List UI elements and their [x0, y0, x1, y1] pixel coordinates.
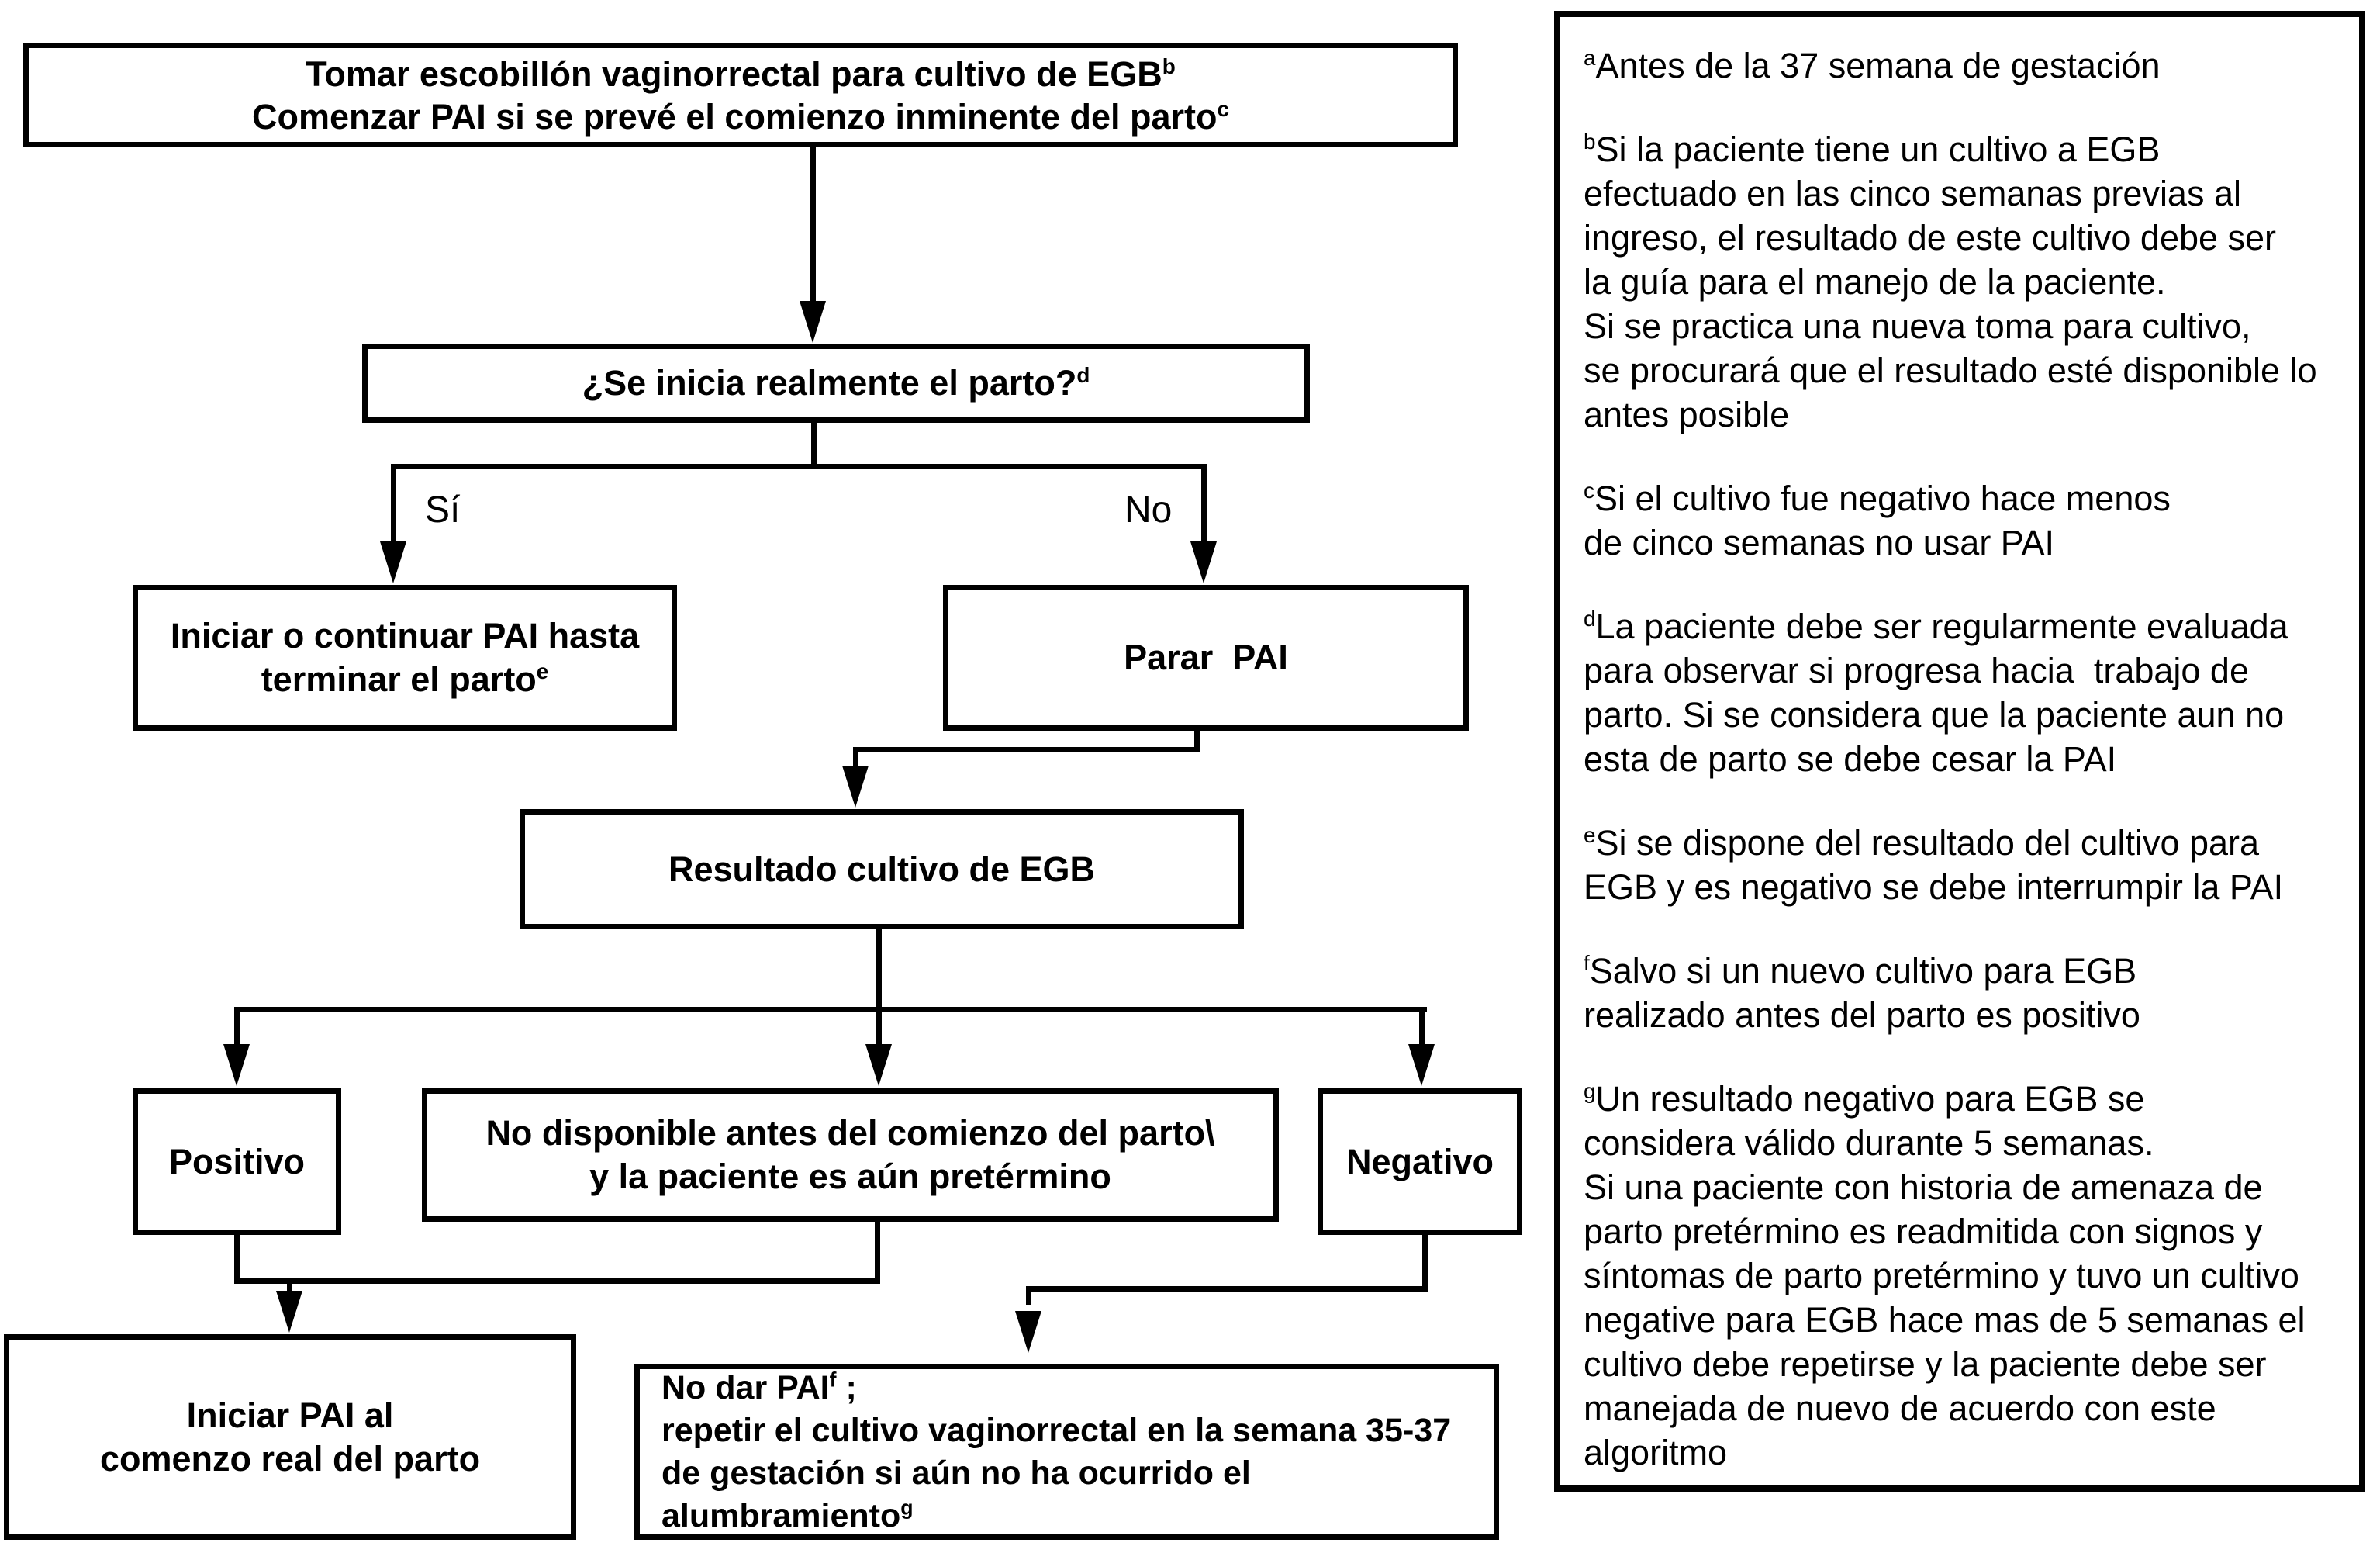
node-take-culture-line2: Comenzar PAI si se prevé el comienzo inm…	[251, 96, 1230, 137]
connector-yes-line	[391, 464, 396, 543]
arrowhead-negativo	[1408, 1044, 1435, 1086]
node-negative: Negativo	[1318, 1088, 1522, 1235]
footnote-f-marker: f	[1584, 951, 1590, 975]
node-culture-result: Resultado cultivo de EGB	[520, 809, 1244, 929]
node-take-culture-line1: Tomar escobillón vaginorrectal para cult…	[306, 54, 1176, 94]
connector-negativo-down-line	[1422, 1233, 1428, 1292]
arrowhead-resultado	[842, 766, 869, 808]
footnote-ref-g: g	[900, 1496, 914, 1520]
branch-label-yes: Sí	[425, 489, 461, 531]
footnote-d: dLa paciente debe ser regularmente evalu…	[1584, 607, 2288, 779]
node-stop-pai: Parar PAI	[943, 585, 1469, 731]
node-labor-question-text: ¿Se inicia realmente el parto?d	[582, 363, 1090, 403]
arrowhead-no	[1190, 541, 1217, 583]
arrowhead-positivo	[223, 1044, 250, 1086]
connector-resultado-stem-line	[876, 928, 882, 1012]
connector-notavailable-down-line	[875, 1219, 880, 1284]
footnote-b-marker: b	[1584, 130, 1596, 154]
arrowhead-yes	[380, 541, 406, 583]
node-start-pai-real-labor: Iniciar PAI al comenzo real del parto	[4, 1334, 576, 1540]
connector-threeway-horizontal-line	[234, 1007, 1427, 1012]
connector-notavailable-line	[876, 1007, 882, 1047]
connector-nodar-drop-line	[1026, 1286, 1031, 1305]
footnote-e-marker: e	[1584, 823, 1596, 847]
node-not-available: No disponible antes del comienzo del par…	[422, 1088, 1279, 1222]
connector-start-question-line	[810, 147, 816, 306]
arrowhead-notavailable	[865, 1044, 892, 1086]
connector-no-line	[1201, 464, 1207, 543]
node-take-culture: Tomar escobillón vaginorrectal para cult…	[23, 43, 1458, 147]
footnote-d-marker: d	[1584, 607, 1596, 631]
connector-positivo-down-line	[234, 1233, 240, 1284]
footnote-ref-d: d	[1076, 363, 1090, 387]
connector-parar-horizontal-line	[853, 747, 1200, 752]
connector-question-stem-line	[811, 419, 817, 467]
footnote-c: cSi el cultivo fue negativo hace menos d…	[1584, 479, 2171, 562]
footnote-ref-f: f	[829, 1368, 837, 1392]
footnote-a: aAntes de la 37 semana de gestación	[1584, 46, 2161, 85]
footnote-ref-b: b	[1162, 54, 1176, 78]
node-start-continue-pai: Iniciar o continuar PAI hasta terminar e…	[133, 585, 677, 731]
footnote-ref-e: e	[536, 659, 549, 683]
branch-label-no: No	[1124, 489, 1173, 531]
footnote-ref-c: c	[1217, 96, 1230, 121]
connector-negativo-horizontal-line	[1026, 1286, 1428, 1292]
connector-merge-horizontal-line	[234, 1278, 880, 1284]
connector-negativo-line	[1419, 1007, 1425, 1047]
arrowhead-nodar	[1015, 1311, 1041, 1353]
footnote-f: fSalvo si un nuevo cultivo para EGB real…	[1584, 951, 2140, 1035]
node-no-pai-repeat-culture: No dar PAIf ; repetir el cultivo vaginor…	[634, 1364, 1499, 1540]
node-positive: Positivo	[133, 1088, 341, 1235]
footnote-b: bSi la paciente tiene un cultivo a EGB e…	[1584, 130, 2317, 434]
footnote-a-marker: a	[1584, 46, 1596, 70]
footnote-e: eSi se dispone del resultado del cultivo…	[1584, 823, 2284, 907]
connector-parar-down-line	[1194, 728, 1200, 752]
connector-split-horizontal-line	[391, 464, 1206, 469]
footnote-g: gUn resultado negativo para EGB se consi…	[1584, 1079, 2306, 1472]
arrowhead-start-question	[800, 301, 826, 343]
connector-positivo-line	[234, 1007, 240, 1047]
arrowhead-iniciarreal	[276, 1291, 302, 1333]
footnote-g-marker: g	[1584, 1079, 1596, 1103]
footnotes-panel: aAntes de la 37 semana de gestación bSi …	[1554, 11, 2365, 1492]
node-labor-question: ¿Se inicia realmente el parto?d	[362, 344, 1310, 423]
connector-parar-drop-line	[853, 747, 858, 770]
footnote-c-marker: c	[1584, 479, 1594, 503]
connector-iniciarreal-drop-line	[287, 1278, 292, 1295]
